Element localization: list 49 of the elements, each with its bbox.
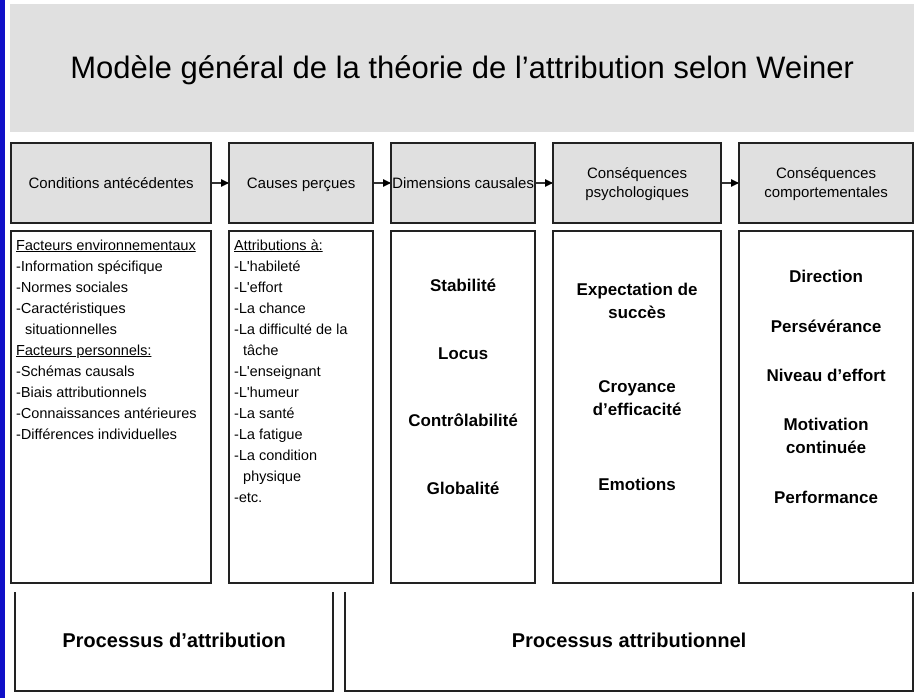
- list-item: -L'effort: [234, 279, 284, 298]
- list-item: -La santé: [234, 405, 296, 424]
- dimension-term: Globalité: [426, 478, 500, 500]
- column-header: Conséquences psychologiques: [552, 142, 722, 224]
- dimension-term: Croyance d’efficacité: [592, 376, 682, 422]
- dimension-term: Persévérance: [770, 316, 882, 338]
- arrow: [722, 179, 739, 187]
- dimension-term: Locus: [438, 342, 488, 365]
- column-panel: [10, 230, 212, 584]
- list-item: Attributions à:: [234, 237, 324, 256]
- list-item: -etc.: [234, 489, 264, 508]
- list-item: Facteurs environnementaux: [16, 237, 197, 256]
- arrow: [536, 179, 553, 187]
- dimension-term: Niveau d’effort: [766, 364, 886, 387]
- column-panel: [390, 230, 536, 584]
- arrow: [212, 179, 229, 187]
- dimension-term: Expectation de succès: [576, 278, 698, 324]
- dimension-term: Stabilité: [430, 275, 496, 298]
- list-item: -La difficulté de la tâche: [234, 321, 348, 361]
- list-item: -Schémas causals: [16, 363, 136, 382]
- column-panel: [738, 230, 914, 584]
- list-item: -Information spécifique: [16, 258, 164, 277]
- column-header: Causes perçues: [228, 142, 374, 224]
- title: Modèle général de la théorie de l’attribution selon Weiner: [10, 4, 914, 132]
- column-header: Conditions antécédentes: [10, 142, 212, 224]
- dimension-term: Performance: [774, 486, 878, 509]
- list-item: -Connaissances antérieures: [16, 405, 198, 424]
- list-item: -Différences individuelles: [16, 426, 178, 445]
- dimension-term: Motivation continuée: [782, 414, 870, 460]
- column-header: Conséquences comportementales: [738, 142, 914, 224]
- list-item: -La chance: [234, 300, 307, 319]
- dimension-term: Emotions: [598, 474, 676, 496]
- dimension-term: Contrôlabilité: [408, 410, 518, 432]
- list-item: -La condition physique: [234, 447, 318, 487]
- list-item: -L'humeur: [234, 384, 300, 403]
- column-panel: [552, 230, 722, 584]
- list-item: -La fatigue: [234, 426, 304, 445]
- list-item: -L'enseignant: [234, 363, 322, 382]
- process-bracket: Processus attributionnel: [344, 592, 914, 692]
- column-header: Dimensions causales: [390, 142, 536, 224]
- column-panel: [228, 230, 374, 584]
- list-item: -L'habileté: [234, 258, 302, 277]
- arrow: [374, 179, 391, 187]
- process-bracket: Processus d’attribution: [14, 592, 334, 692]
- dimension-term: Direction: [789, 266, 863, 288]
- list-item: -Biais attributionnels: [16, 384, 148, 403]
- list-item: -Caractéristiques situationnelles: [16, 300, 127, 340]
- list-item: Facteurs personnels:: [16, 342, 152, 361]
- list-item: -Normes sociales: [16, 279, 129, 298]
